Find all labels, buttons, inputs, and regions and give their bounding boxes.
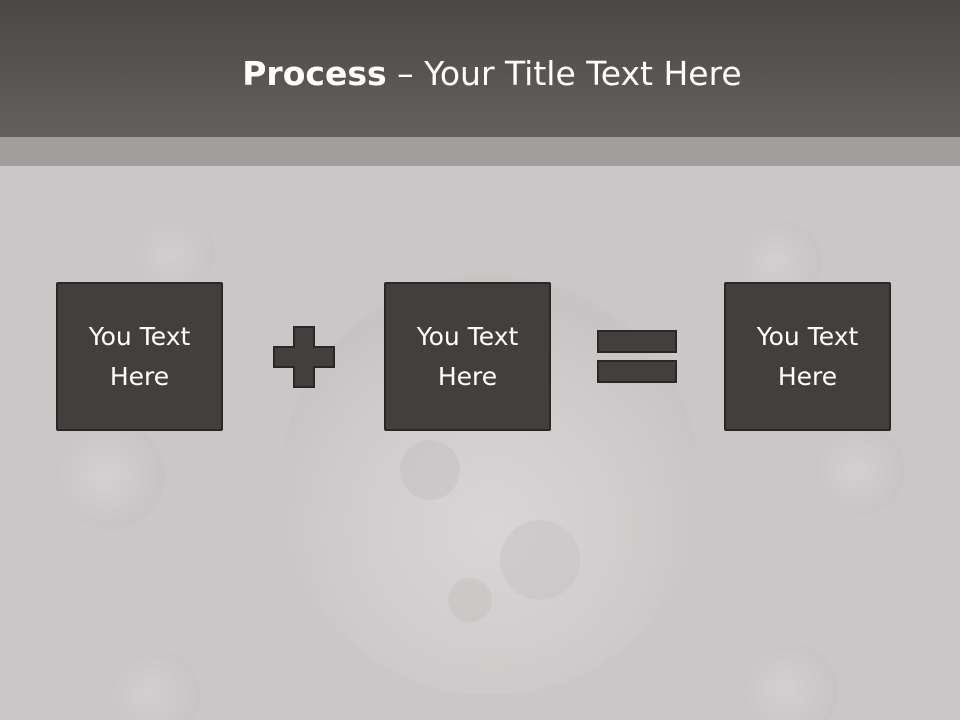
moon-crater: [500, 520, 580, 600]
box-3-line-1: You Text: [756, 321, 859, 351]
title-rest: – Your Title Text Here: [386, 54, 742, 93]
small-moon: [742, 642, 838, 720]
process-box-2: You Text Here: [384, 282, 551, 431]
moon-crater: [400, 440, 460, 500]
slide-title: Process – Your Title Text Here: [0, 52, 960, 96]
small-moon: [110, 650, 200, 720]
plus-icon: [273, 326, 335, 388]
process-box-1: You Text Here: [56, 282, 223, 431]
title-bar: [0, 0, 960, 137]
moon-crater: [448, 578, 492, 622]
title-bold: Process: [242, 54, 387, 93]
process-box-3: You Text Here: [724, 282, 891, 431]
small-moon: [55, 420, 165, 530]
small-moon: [135, 215, 215, 295]
box-1-line-1: You Text: [88, 321, 191, 351]
equals-icon: [597, 330, 677, 383]
box-1-line-2: Here: [109, 361, 170, 391]
box-2-line-1: You Text: [416, 321, 519, 351]
box-2-line-2: Here: [437, 361, 498, 391]
small-moon: [815, 425, 905, 515]
box-3-line-2: Here: [777, 361, 838, 391]
title-strip: [0, 137, 960, 166]
